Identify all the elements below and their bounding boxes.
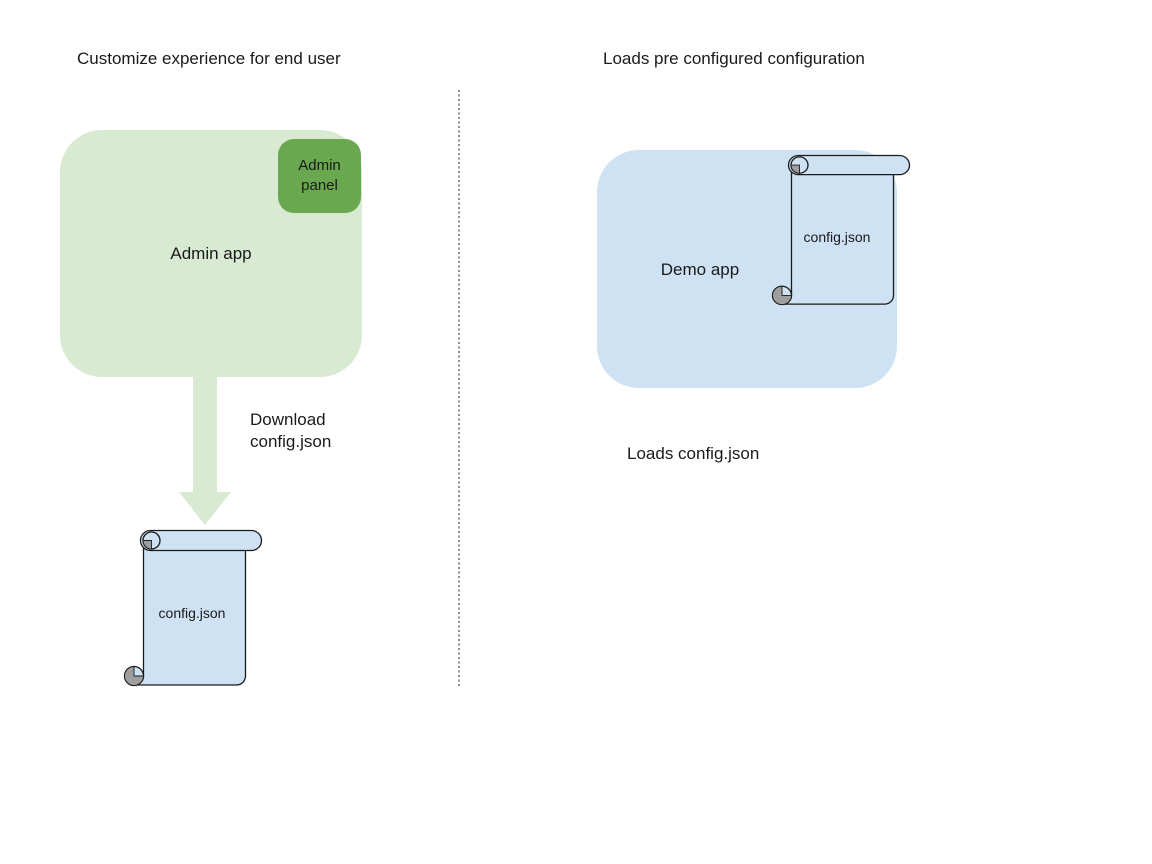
loads-config-caption: Loads config.json — [627, 444, 760, 463]
scroll-top-roll — [787, 154, 911, 176]
scroll-top-roll — [139, 529, 263, 552]
arrow-head — [179, 492, 231, 525]
admin-panel-label: Admin panel — [298, 157, 341, 194]
download-caption: Download config.json — [250, 410, 332, 451]
admin-app-label: Admin app — [170, 244, 252, 263]
left-section-title: Customize experience for end user — [77, 49, 341, 68]
scroll-top-curl-shade — [142, 540, 152, 550]
right-section-title: Loads pre configured configuration — [603, 49, 865, 68]
config-file-scroll-icon — [123, 529, 263, 687]
admin-panel-box: Admin panel — [278, 139, 361, 213]
config-file-scroll-icon — [771, 154, 911, 306]
config-json-label-left: config.json — [158, 605, 226, 621]
scroll-top-curl-shade — [790, 164, 800, 174]
scroll-bottom-curl-shade — [772, 285, 792, 305]
section-divider — [458, 90, 460, 686]
demo-app-label: Demo app — [660, 260, 740, 279]
config-json-label-right: config.json — [803, 229, 871, 245]
down-arrow-icon — [179, 376, 231, 525]
scroll-bottom-curl-shade — [124, 666, 144, 686]
arrow-shaft — [193, 376, 217, 494]
